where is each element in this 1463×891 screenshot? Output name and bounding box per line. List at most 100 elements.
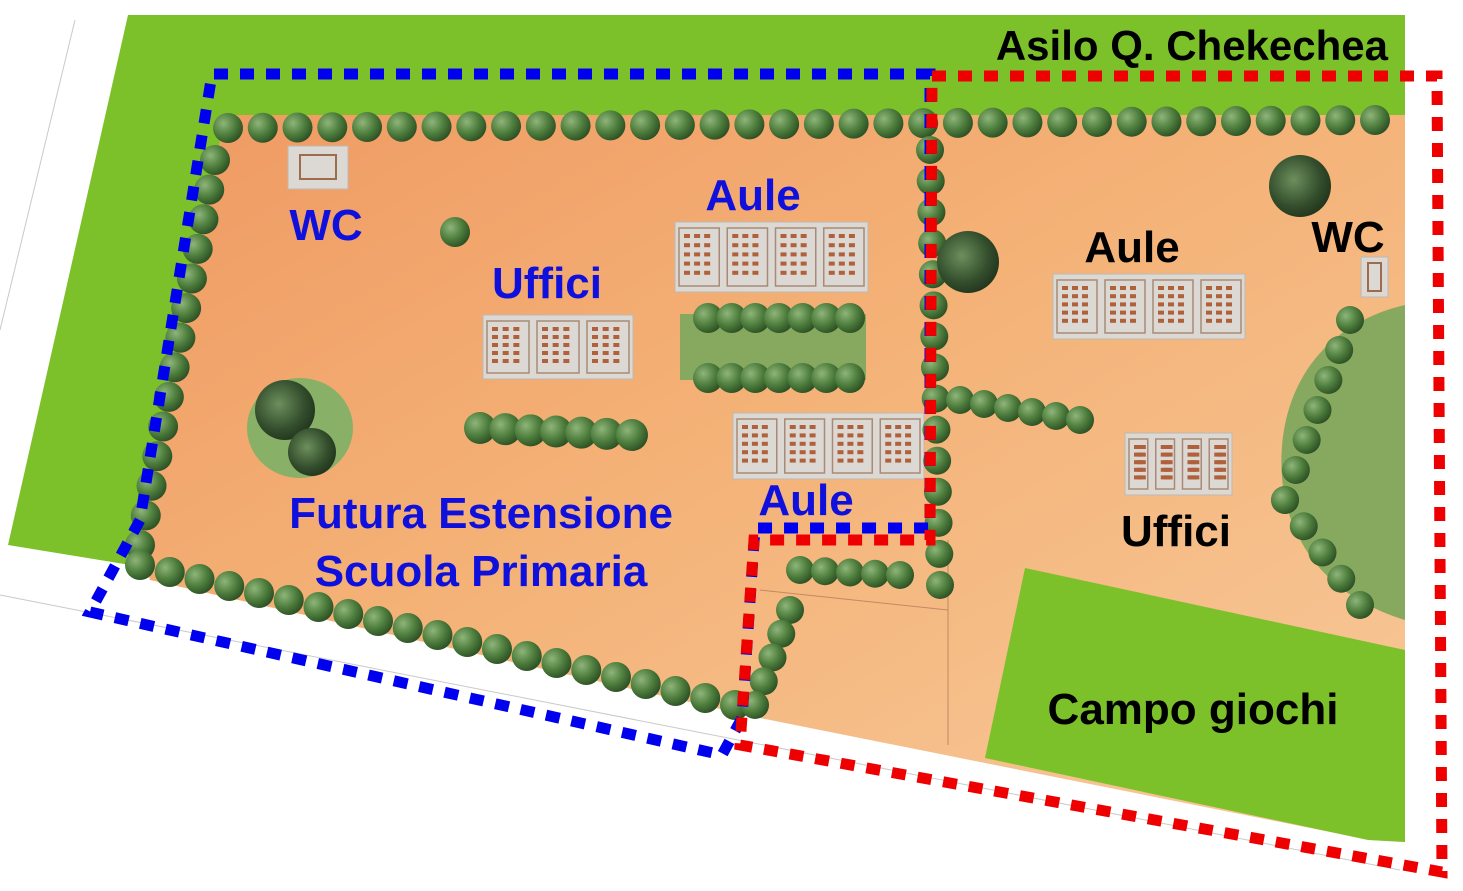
tree-icon	[1151, 106, 1182, 137]
right-wc-label: WC	[1311, 213, 1384, 262]
tree-icon	[525, 110, 556, 141]
tree-icon	[1269, 155, 1331, 217]
tree-icon	[716, 303, 747, 333]
tree-icon	[994, 394, 1022, 422]
tree-icon	[740, 363, 771, 393]
lot-lines	[0, 19, 1401, 871]
tree-icon	[154, 557, 185, 587]
building-icon	[1052, 273, 1246, 340]
tree-icon	[392, 613, 423, 643]
tree-icon	[214, 571, 245, 601]
tree-icon	[690, 683, 721, 713]
tree-icon	[764, 363, 794, 393]
tree-icon	[1325, 336, 1354, 364]
tree-icon	[836, 558, 864, 587]
large-trees	[255, 155, 1331, 476]
tree-icon	[363, 606, 393, 636]
tree-icon	[452, 627, 483, 657]
tree-icon	[693, 363, 723, 393]
tree-icon	[630, 669, 661, 699]
tree-icon	[970, 390, 998, 418]
tree-icon	[1186, 106, 1217, 137]
tree-icon	[1346, 591, 1374, 619]
tree-icon	[1047, 107, 1078, 138]
tree-icon	[925, 539, 954, 568]
tree-icon	[273, 585, 304, 615]
tree-icon	[787, 363, 818, 393]
tree-icon	[247, 112, 278, 143]
tree-icon	[125, 550, 155, 580]
left-offices-label: Uffici	[492, 259, 602, 308]
right-lawn-arc	[1281, 305, 1405, 620]
tree-icon	[188, 204, 219, 235]
tree-icon	[514, 414, 547, 447]
tree-icon	[489, 413, 522, 446]
future-extension-line1: Futura Estensione	[289, 489, 673, 538]
tree-icon	[1281, 456, 1310, 484]
tree-icon	[664, 109, 695, 140]
tree-icon	[740, 303, 771, 333]
tree-icon	[1042, 402, 1070, 430]
tree-icon	[1066, 406, 1094, 434]
tree-icon	[213, 113, 243, 143]
tree-icon	[595, 110, 626, 141]
building-icon	[674, 221, 869, 293]
tree-icon	[916, 167, 945, 196]
tree-icon	[838, 108, 869, 139]
building-icon	[732, 412, 925, 480]
tree-icon	[811, 557, 839, 586]
left-classrooms-bottom-label: Aule	[758, 476, 853, 525]
tree-icon	[565, 416, 598, 449]
tree-icon	[1255, 105, 1286, 136]
tree-icon	[1290, 105, 1321, 136]
tree-icon	[590, 417, 623, 450]
tree-icon	[255, 380, 315, 440]
tree-icon	[776, 596, 804, 624]
tree-icon	[491, 111, 522, 142]
future-extension-line2: Scuola Primaria	[315, 547, 648, 596]
tree-icon	[1327, 564, 1356, 593]
tree-icon	[616, 419, 648, 451]
tree-icon	[811, 363, 842, 393]
hedge-trees	[125, 105, 1390, 720]
tree-icon	[282, 112, 313, 143]
tree-icon	[861, 559, 889, 588]
tree-icon	[303, 592, 334, 622]
right-offices-label: Uffici	[1121, 507, 1231, 556]
tree-icon	[660, 676, 691, 706]
tree-icon	[1220, 105, 1251, 136]
kindergarten-boundary	[734, 70, 1448, 879]
tree-icon	[1360, 105, 1390, 135]
tree-icon	[873, 108, 904, 139]
classroom-desks	[486, 227, 1242, 490]
tree-icon	[571, 655, 602, 685]
playground-area	[985, 568, 1405, 842]
tree-icon	[787, 303, 818, 333]
tree-icon	[511, 641, 542, 671]
tree-icon	[764, 303, 794, 333]
tree-icon	[244, 578, 274, 608]
tree-icon	[716, 363, 747, 393]
tree-icon	[333, 599, 364, 629]
tree-icon	[758, 643, 787, 672]
tree-icon	[630, 110, 661, 141]
tree-icon	[482, 634, 512, 664]
tree-icon	[769, 109, 800, 140]
tree-icon	[917, 198, 946, 227]
tree-icon	[184, 564, 215, 594]
tree-icon	[886, 561, 914, 589]
tree-icon	[1308, 538, 1337, 567]
right-classrooms-label: Aule	[1084, 223, 1179, 272]
playground-label: Campo giochi	[1048, 685, 1339, 734]
tree-icon	[1116, 106, 1147, 137]
tree-icon	[803, 108, 834, 139]
tree-icon	[540, 415, 572, 448]
tree-icon	[937, 231, 999, 293]
tree-icon	[946, 386, 974, 414]
kindergarten-name: Asilo Q. Chekechea	[996, 22, 1389, 69]
tree-icon	[422, 620, 453, 650]
future-extension-boundary	[81, 68, 936, 762]
tree-icon	[194, 174, 225, 205]
tree-icon	[977, 107, 1008, 138]
tree-icon	[835, 303, 865, 333]
